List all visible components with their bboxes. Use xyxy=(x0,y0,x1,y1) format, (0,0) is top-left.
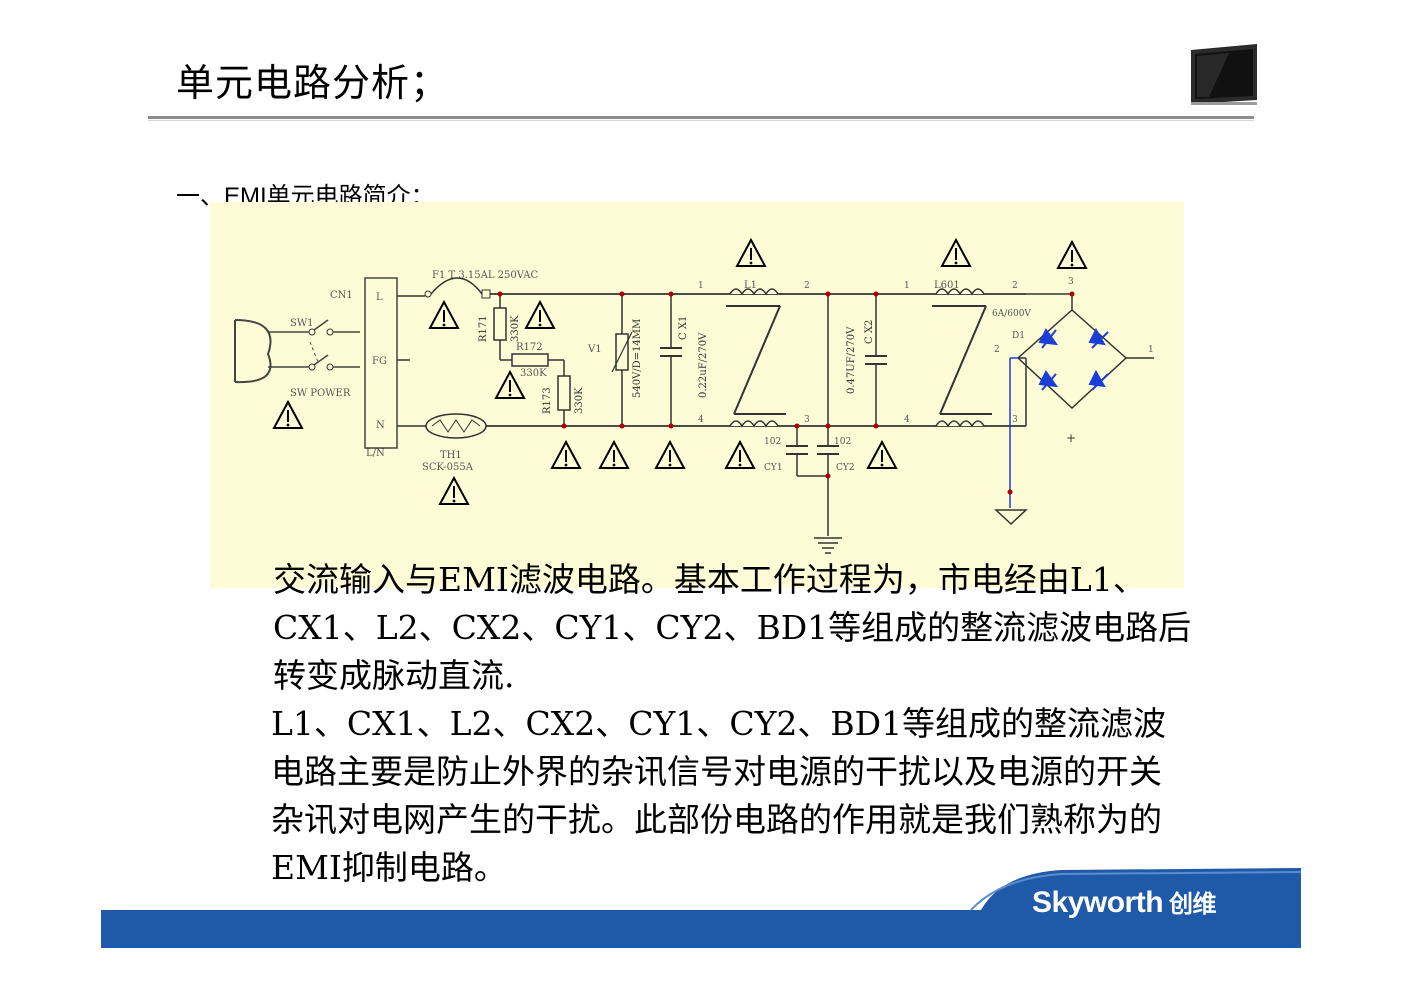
r173-value: 330K xyxy=(574,387,585,414)
cx2-value: 0.47UF/270V xyxy=(846,326,857,394)
bridge-rating: 6A/600V xyxy=(992,309,1031,319)
emi-circuit-diagram: SW1 SW POWER CN1 L FG N L/N F1 T 3.15AL … xyxy=(234,239,1154,554)
cx2-label: C X2 xyxy=(864,320,875,344)
ln-label: L/N xyxy=(366,448,385,459)
l1-pin2: 2 xyxy=(804,281,810,291)
v1-value: 540V/D=14MM xyxy=(632,319,643,398)
bridge-pin3: 3 xyxy=(1068,277,1074,287)
th1-part-label: SCK-055A xyxy=(422,462,474,473)
r173-label: R173 xyxy=(542,387,553,414)
r172-label: R172 xyxy=(516,342,543,353)
v1-label: V1 xyxy=(587,344,602,355)
chassis-ground-icon xyxy=(994,509,1028,526)
bridge-pin2: 2 xyxy=(994,345,1000,355)
bridge-rectifier xyxy=(1016,308,1128,410)
r172-value: 330K xyxy=(520,368,547,379)
body-text: 交流输入与EMI滤波电路。基本工作过程为，市电经由L1、CX1、L2、CX2、C… xyxy=(233,556,1193,892)
pin-fg-label: FG xyxy=(372,356,387,367)
d1-label: D1 xyxy=(1012,331,1025,341)
cx1-value: 0.22uF/270V xyxy=(698,332,709,398)
bridge-pin1: 1 xyxy=(1148,345,1154,355)
l601-pin4: 4 xyxy=(904,415,910,425)
r171-value: 330K xyxy=(510,315,521,342)
l601-pin3: 3 xyxy=(1012,415,1018,425)
header-rule-shadow xyxy=(148,120,1254,121)
sw-power-label: SW POWER xyxy=(290,388,351,399)
l1-pin1: 1 xyxy=(698,281,704,291)
cy2-label: CY2 xyxy=(836,463,855,473)
cn1-label: CN1 xyxy=(330,290,353,301)
l1-pin3: 3 xyxy=(804,415,810,425)
cn1-connector xyxy=(364,277,398,449)
cy2-value: 102 xyxy=(834,437,851,447)
cy1-value: 102 xyxy=(764,437,781,447)
th1-thermistor xyxy=(425,413,487,439)
r171-label: R171 xyxy=(478,315,489,342)
th1-label: TH1 xyxy=(440,450,462,461)
diagram-background xyxy=(210,202,1184,588)
l1-label: L1 xyxy=(744,280,757,291)
brand-name: Skyworth xyxy=(1032,886,1164,919)
fuse-label: F1 T 3.15AL 250VAC xyxy=(432,270,538,281)
footer-wave xyxy=(101,868,1301,948)
page-title: 单元电路分析； xyxy=(176,61,450,105)
cx1-label: C X1 xyxy=(678,316,689,340)
bridge-plus: + xyxy=(1066,431,1076,445)
tv-icon xyxy=(1191,44,1257,105)
l601-pin2: 2 xyxy=(1012,281,1018,291)
header-rule xyxy=(148,116,1254,119)
sw1-label: SW1 xyxy=(290,318,314,329)
l601-label: L601 xyxy=(934,280,960,291)
cy1-label: CY1 xyxy=(764,463,783,473)
l1-pin4: 4 xyxy=(698,415,704,425)
pin-l-label: L xyxy=(376,292,383,303)
l601-pin1: 1 xyxy=(904,281,910,291)
ground-icon xyxy=(814,537,842,554)
brand-name-cn: 创维 xyxy=(1169,890,1217,918)
ac-plug-icon xyxy=(234,319,272,384)
paragraph-1: 交流输入与EMI滤波电路。基本工作过程为，市电经由L1、CX1、L2、CX2、C… xyxy=(273,560,1192,695)
paragraph-2: L1、CX1、L2、CX2、CY1、CY2、BD1等组成的整流滤波电路主要是防止… xyxy=(271,704,1167,887)
pin-n-label: N xyxy=(376,420,385,431)
